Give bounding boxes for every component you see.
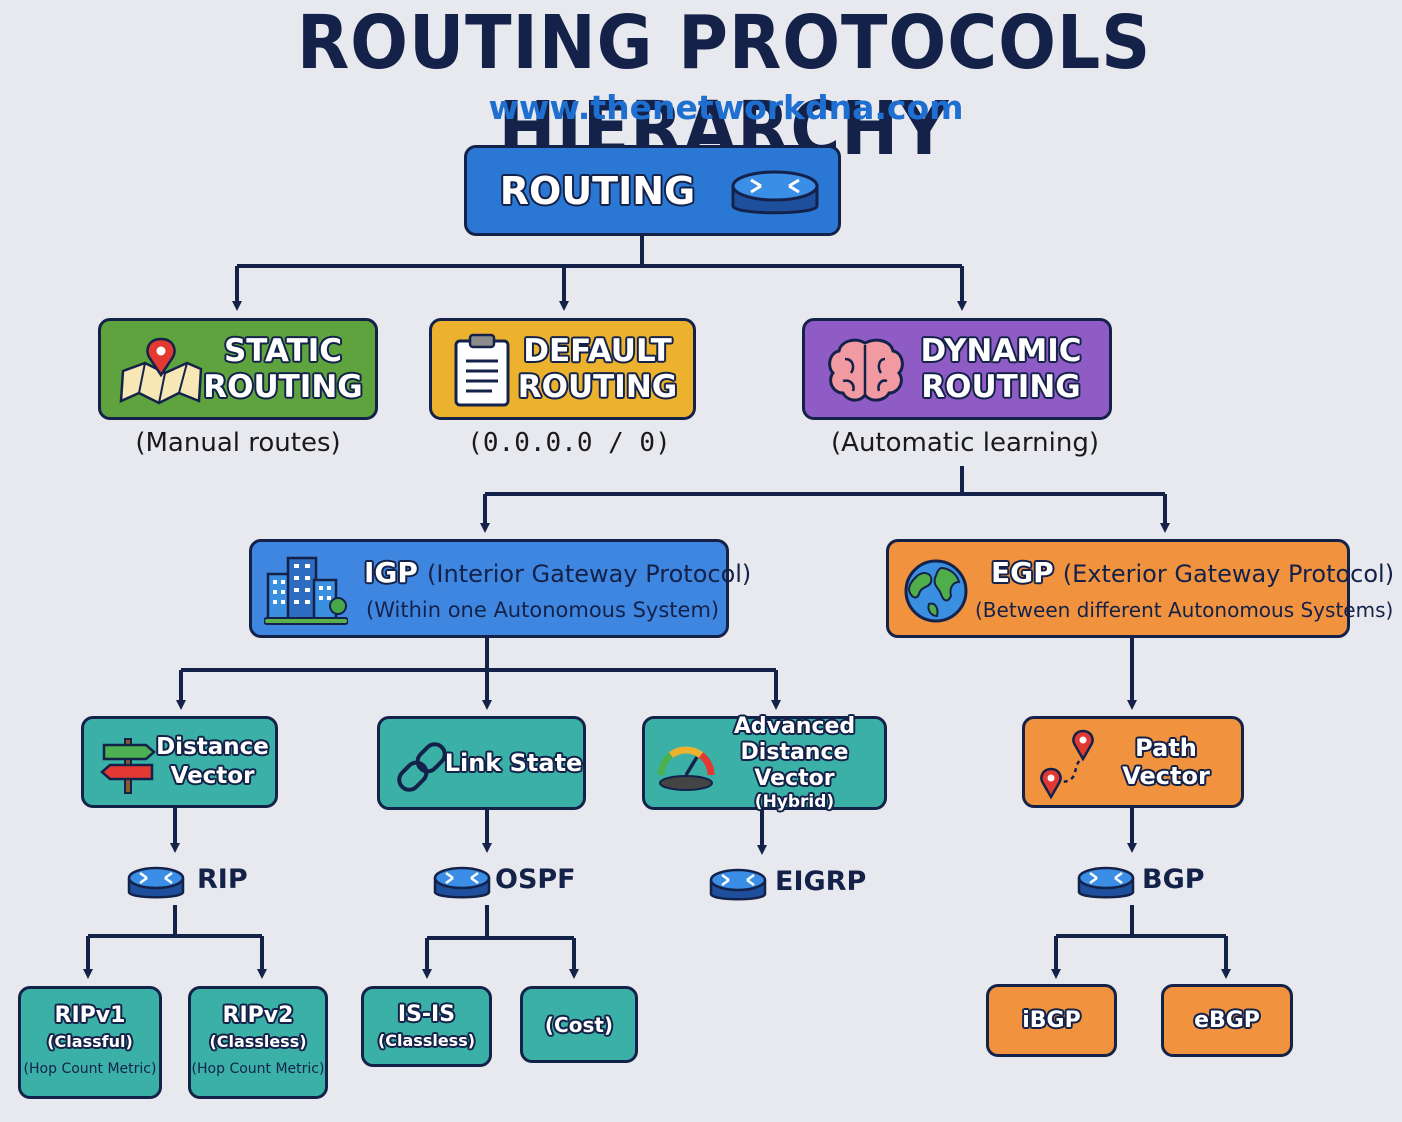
buildings-icon xyxy=(264,556,348,625)
advanced-line2: Distance Vector xyxy=(740,740,849,791)
ripv2-kind: (Classless) xyxy=(209,1031,307,1051)
site-url: www.thenetworkdna.com xyxy=(488,88,964,127)
router-icon xyxy=(1077,866,1135,899)
link-state-node: Link State xyxy=(377,716,586,810)
advanced-line3: (Hybrid) xyxy=(754,792,835,812)
default-routing-line1: DEFAULT xyxy=(523,333,672,369)
isis-name: IS-IS xyxy=(397,1001,456,1027)
gauge-icon xyxy=(657,746,715,791)
protocol-ospf: OSPF xyxy=(495,864,576,895)
igp-full: (Interior Gateway Protocol) xyxy=(427,560,752,588)
chain-link-icon xyxy=(397,742,447,792)
egp-node: EGP (Exterior Gateway Protocol) (Between… xyxy=(886,539,1394,638)
dynamic-routing-caption: (Automatic learning) xyxy=(831,428,1099,458)
globe-icon xyxy=(904,559,968,623)
dynamic-routing-line1: DYNAMIC xyxy=(920,333,1082,369)
map-pin-icon xyxy=(119,337,203,405)
distance-vector-line1: Distance xyxy=(156,734,269,760)
cost-node: (Cost) xyxy=(520,986,638,1063)
route-pins-icon xyxy=(1040,729,1094,800)
ebgp-name: eBGP xyxy=(1194,1008,1260,1033)
router-icon xyxy=(127,866,185,899)
egp-abbr: EGP xyxy=(991,556,1054,589)
advanced-line1: Advanced xyxy=(733,714,856,739)
ripv2-metric: (Hop Count Metric) xyxy=(191,1060,325,1077)
igp-sub: (Within one Autonomous System) xyxy=(366,598,720,622)
default-routing-line2: ROUTING xyxy=(517,369,678,405)
protocol-bgp: BGP xyxy=(1142,864,1205,895)
dynamic-routing-node: DYNAMIC ROUTING xyxy=(802,318,1112,420)
ibgp-node: iBGP xyxy=(986,984,1117,1057)
default-routing-caption: (0.0.0.0 / 0) xyxy=(467,428,671,458)
static-routing-line1: STATIC xyxy=(223,333,343,369)
router-icon xyxy=(433,866,491,899)
ibgp-name: iBGP xyxy=(1022,1008,1081,1033)
protocol-eigrp: EIGRP xyxy=(775,866,867,897)
isis-kind: (Classless) xyxy=(377,1030,476,1050)
path-vector-label: Path Vector xyxy=(1122,734,1210,790)
dynamic-routing-line2: ROUTING xyxy=(921,369,1081,405)
igp-node: IGP (Interior Gateway Protocol) (Within … xyxy=(249,539,751,638)
ripv1-node: RIPv1 (Classful) (Hop Count Metric) xyxy=(18,986,162,1099)
distance-vector-line2: Vector xyxy=(170,763,255,789)
routing-label: ROUTING xyxy=(499,168,696,213)
clipboard-icon xyxy=(454,333,510,407)
egp-sub: (Between different Autonomous Systems) xyxy=(975,598,1394,622)
cost-name: (Cost) xyxy=(544,1012,614,1037)
ebgp-node: eBGP xyxy=(1161,984,1293,1057)
advanced-distance-vector-node: Advanced Distance Vector (Hybrid) xyxy=(642,714,887,812)
path-vector-node: Path Vector xyxy=(1022,716,1244,808)
link-state-label: Link State xyxy=(444,749,583,777)
static-routing-line2: ROUTING xyxy=(203,369,363,405)
igp-abbr: IGP xyxy=(364,556,418,589)
signpost-icon xyxy=(100,738,156,794)
ripv2-node: RIPv2 (Classless) (Hop Count Metric) xyxy=(188,986,328,1099)
router-icon xyxy=(709,868,767,901)
default-routing-node: DEFAULT ROUTING xyxy=(429,318,696,420)
brain-icon xyxy=(828,338,904,402)
distance-vector-node: Distance Vector xyxy=(81,716,278,808)
static-routing-node: STATIC ROUTING xyxy=(98,318,378,420)
ripv1-kind: (Classful) xyxy=(47,1031,133,1051)
routing-node: ROUTING xyxy=(464,145,841,236)
router-icon xyxy=(731,170,819,215)
protocol-rip: RIP xyxy=(197,864,248,895)
isis-node: IS-IS (Classless) xyxy=(361,986,492,1067)
egp-full: (Exterior Gateway Protocol) xyxy=(1062,560,1395,588)
ripv2-name: RIPv2 xyxy=(222,1002,294,1028)
ripv1-metric: (Hop Count Metric) xyxy=(23,1060,157,1077)
static-routing-caption: (Manual routes) xyxy=(135,428,341,458)
ripv1-name: RIPv1 xyxy=(54,1002,126,1028)
